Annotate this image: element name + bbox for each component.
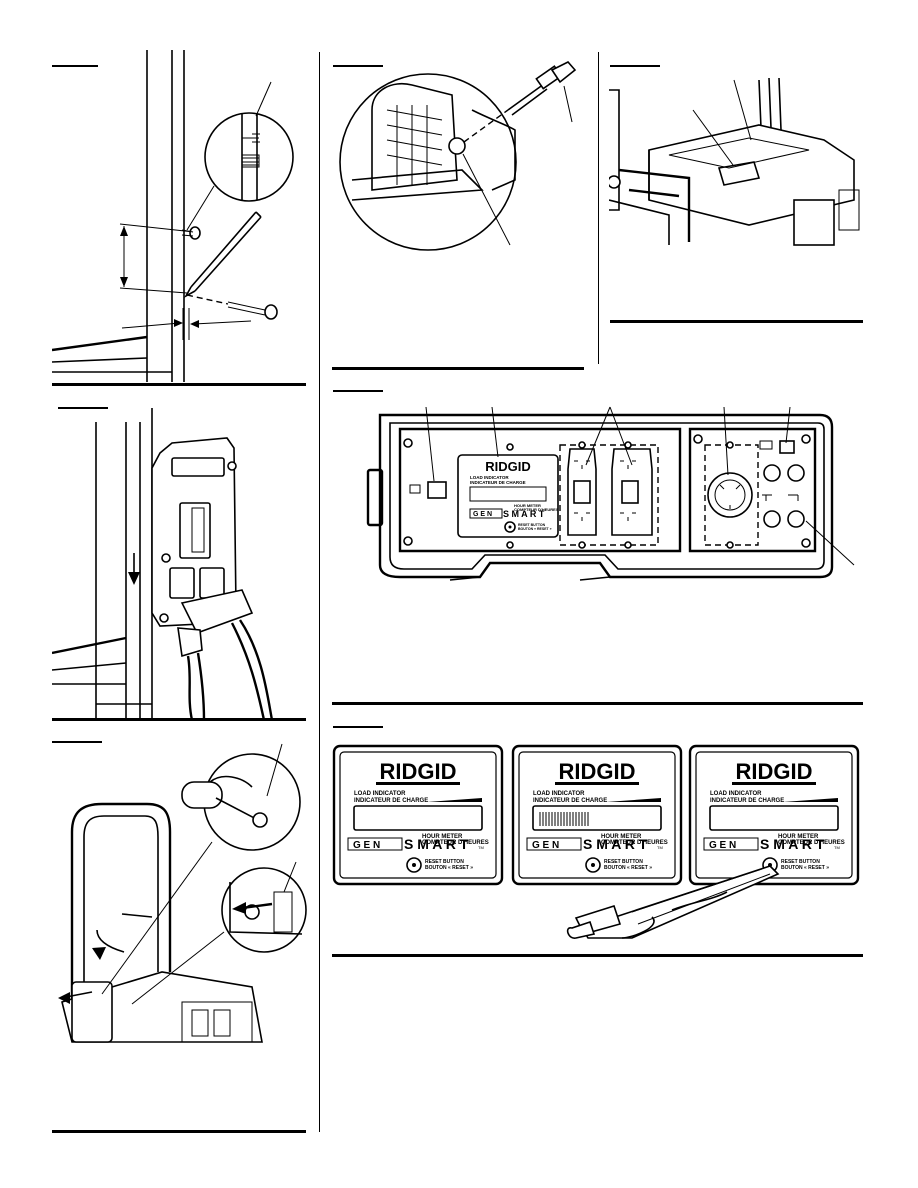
duplex-outlet [611, 448, 653, 536]
figure-tab [52, 741, 102, 743]
panel-smart: S M A R T [404, 836, 469, 852]
screwdriver-icon [507, 61, 577, 116]
pencil-icon [183, 211, 262, 299]
panel-gen: G E N [532, 840, 559, 851]
panel-reset-fr: BOUTON « RESET » [781, 865, 829, 871]
gensmart-display-figure: RIDGID LOAD INDICATOR INDICATEUR DE CHAR… [332, 744, 860, 939]
panel-hour-meter: HOUR METER [601, 834, 642, 840]
panel-load-indicator-fr: INDICATEUR DE CHARGE [710, 798, 784, 804]
panel-hour-meter-fr: COMPTEUR D'HEURES [778, 840, 845, 846]
figure-tab [58, 407, 108, 409]
panel-reset-fr: BOUTON « RESET » [425, 865, 473, 871]
display-reset: RESET BUTTON [518, 523, 546, 527]
display-panel: RIDGID LOAD INDICATOR INDICATEUR DE CHAR… [511, 744, 683, 886]
figure-tab [333, 65, 383, 67]
generator-top-figure [609, 77, 860, 246]
display-load-indicator: LOAD INDICATOR [470, 475, 509, 480]
panel-reset: RESET BUTTON [604, 859, 643, 865]
display-panel: RIDGID LOAD INDICATOR INDICATEUR DE CHAR… [332, 744, 504, 886]
wall-bracket-figure [52, 408, 274, 720]
panel-load-indicator: LOAD INDICATOR [710, 791, 762, 797]
panel-reset-fr: BOUTON « RESET » [604, 865, 652, 871]
rotate-arrow-icon [92, 929, 125, 960]
panel-smart: S M A R T [583, 836, 648, 852]
column-divider [319, 52, 320, 1132]
panel-smart: S M A R T [760, 836, 825, 852]
panel-hour-meter-fr: COMPTEUR D'HEURES [601, 840, 668, 846]
panel-logo: RIDGID [380, 759, 457, 784]
figure-tab [52, 65, 98, 67]
panel-hour-meter: HOUR METER [422, 834, 463, 840]
panel-tm: TM [657, 845, 663, 850]
panel-load-indicator-fr: INDICATEUR DE CHARGE [533, 798, 607, 804]
panel-hour-meter: HOUR METER [778, 834, 819, 840]
panel-load-indicator: LOAD INDICATOR [354, 791, 406, 797]
duplex-outlet [567, 448, 597, 536]
panel-tm: TM [834, 845, 840, 850]
panel-load-indicator-fr: INDICATEUR DE CHARGE [354, 798, 428, 804]
panel-gen: G E N [353, 840, 380, 851]
figure-tab [610, 65, 660, 67]
handle-fold-figure [58, 743, 307, 1043]
pen-icon [566, 865, 780, 939]
section-rule [52, 718, 306, 721]
panel-reset: RESET BUTTON [781, 859, 820, 865]
panel-gen: G E N [709, 840, 736, 851]
section-rule [52, 383, 306, 386]
panel-logo: RIDGID [559, 759, 636, 784]
display-panel: RIDGID LOAD INDICATOR INDICATEUR DE CHAR… [688, 744, 860, 886]
gensmart-display: RIDGID LOAD INDICATOR INDICATEUR DE CHAR… [457, 454, 559, 538]
figure-tab [333, 390, 383, 392]
display-logo: RIDGID [485, 459, 531, 474]
display-load-indicator-fr: INDICATEUR DE CHARGE [470, 480, 526, 485]
column-divider-top-right [598, 52, 599, 364]
display-hour-meter-fr: COMPTEUR D'HEURES [514, 507, 559, 512]
load-bar-segments [539, 812, 589, 826]
twist-lock-outlet [707, 472, 753, 518]
panel-hour-meter-fr: COMPTEUR D'HEURES [422, 840, 489, 846]
panel-load-indicator: LOAD INDICATOR [533, 791, 585, 797]
display-smart: S M A R T [503, 509, 545, 519]
display-reset-fr: BOUTON « RESET » [518, 527, 552, 531]
left-arrow-icon [58, 991, 93, 1004]
panel-logo: RIDGID [736, 759, 813, 784]
display-hour-meter: HOUR METER [514, 503, 541, 508]
down-arrow-icon [128, 553, 140, 585]
screw-icon [181, 226, 201, 240]
figure-tab [333, 726, 383, 728]
control-panel-figure: RIDGID LOAD INDICATOR INDICATEUR DE CHAR… [366, 406, 855, 581]
section-rule [332, 367, 584, 370]
screw-icon [227, 301, 278, 320]
wall-mount-figure [52, 50, 294, 382]
panel-tm: TM [478, 845, 484, 850]
screwdriver-figure [339, 61, 577, 251]
section-rule [52, 1130, 306, 1133]
section-rule [332, 702, 863, 705]
left-arrow-icon [232, 902, 273, 914]
section-rule [610, 320, 863, 323]
display-gen: G E N [473, 511, 492, 518]
section-rule [332, 954, 863, 957]
panel-reset: RESET BUTTON [425, 859, 464, 865]
